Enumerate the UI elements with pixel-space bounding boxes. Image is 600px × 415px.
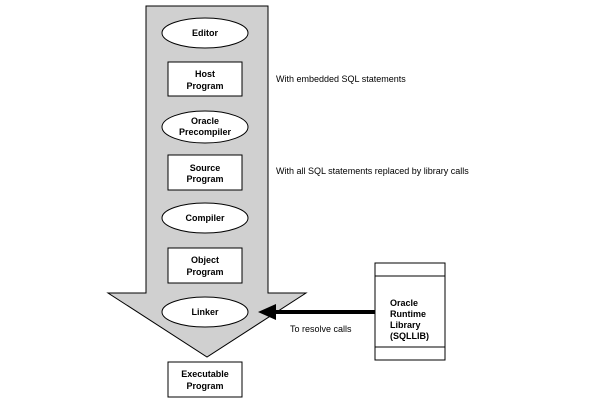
linker-label: Linker <box>191 307 219 317</box>
source-program-note: With all SQL statements replaced by libr… <box>276 166 469 176</box>
editor-step: Editor <box>161 17 249 49</box>
executable-program-step: Executable Program <box>167 361 243 398</box>
editor-ellipse <box>161 17 249 49</box>
compiler-step: Compiler <box>161 202 249 234</box>
host-program-box <box>167 61 243 97</box>
source-program-label-line2: Program <box>186 174 223 184</box>
compiler-ellipse <box>161 202 249 234</box>
runtime-library-label-line4: (SQLLIB) <box>390 331 429 341</box>
host-program-note: With embedded SQL statements <box>276 74 406 84</box>
editor-label: Editor <box>192 28 218 38</box>
library-link-arrowhead <box>258 304 276 320</box>
executable-program-label-line2: Program <box>186 381 223 391</box>
compiler-label: Compiler <box>185 213 225 223</box>
runtime-library-label-line3: Library <box>390 320 421 330</box>
precompiler-ellipse <box>161 110 249 144</box>
source-program-step: Source Program <box>167 154 243 191</box>
runtime-library-label-line2: Runtime <box>390 309 426 319</box>
linker-note: To resolve calls <box>290 324 352 334</box>
object-program-step: Object Program <box>167 247 243 284</box>
precompiler-label-line2: Precompiler <box>179 127 232 137</box>
host-program-label-line2: Program <box>186 81 223 91</box>
linker-ellipse <box>161 296 249 328</box>
linker-step: Linker <box>161 296 249 328</box>
runtime-library-outline <box>374 262 446 361</box>
runtime-library-box: Oracle Runtime Library (SQLLIB) <box>374 262 446 361</box>
object-program-box <box>167 247 243 284</box>
object-program-label-line2: Program <box>186 267 223 277</box>
precompiler-step: Oracle Precompiler <box>161 110 249 144</box>
source-program-box <box>167 154 243 191</box>
executable-program-box <box>167 361 243 398</box>
host-program-label-line1: Host <box>195 69 215 79</box>
object-program-label-line1: Object <box>191 255 219 265</box>
library-to-linker-arrow <box>258 304 375 320</box>
executable-program-label-line1: Executable <box>181 369 229 379</box>
host-program-step: Host Program <box>167 61 243 97</box>
precompiler-label-line1: Oracle <box>191 116 219 126</box>
runtime-library-label-line1: Oracle <box>390 298 418 308</box>
source-program-label-line1: Source <box>190 163 221 173</box>
